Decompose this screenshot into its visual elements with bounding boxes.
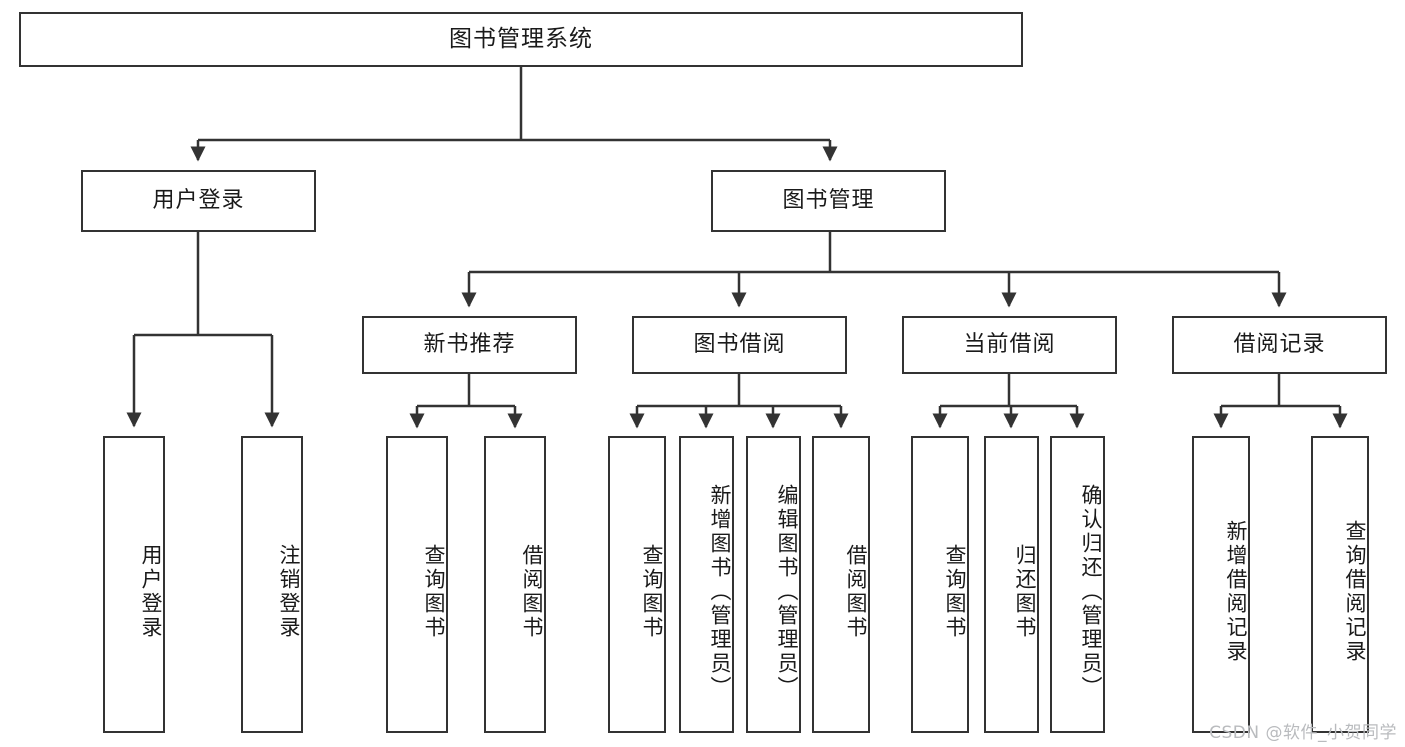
node-leaf-query-book-rec[interactable]: 查询图书 — [386, 436, 448, 733]
node-leaf-return-book-label: 归还图书 — [1013, 543, 1037, 640]
node-book-manage[interactable]: 图书管理 — [711, 170, 946, 232]
node-book-borrow-label: 图书借阅 — [693, 331, 786, 357]
node-leaf-borrow-book[interactable]: 借阅图书 — [812, 436, 870, 733]
node-leaf-return-book[interactable]: 归还图书 — [984, 436, 1039, 733]
node-leaf-query-book-borrow-label: 查询图书 — [640, 543, 664, 640]
node-leaf-query-book-cur-label: 查询图书 — [943, 543, 967, 640]
node-leaf-borrow-book-rec-label: 借阅图书 — [520, 543, 544, 640]
node-current-borrow-label: 当前借阅 — [963, 331, 1056, 357]
node-user-login-label: 用户登录 — [152, 187, 245, 213]
node-leaf-logout-label: 注销登录 — [277, 543, 301, 640]
node-root-label: 图书管理系统 — [449, 25, 593, 52]
node-new-book-rec[interactable]: 新书推荐 — [362, 316, 577, 374]
node-leaf-query-book-rec-label: 查询图书 — [422, 543, 446, 640]
node-leaf-add-record-label: 新增借阅记录 — [1224, 519, 1248, 664]
node-borrow-record-label: 借阅记录 — [1233, 331, 1326, 357]
node-leaf-borrow-book-label: 借阅图书 — [844, 543, 868, 640]
node-leaf-confirm-return-label: 确认归还（管理员） — [1079, 483, 1103, 700]
node-leaf-borrow-book-rec[interactable]: 借阅图书 — [484, 436, 546, 733]
node-leaf-logout[interactable]: 注销登录 — [241, 436, 303, 733]
node-leaf-user-login-label: 用户登录 — [139, 543, 163, 640]
node-leaf-add-book[interactable]: 新增图书（管理员） — [679, 436, 734, 733]
node-leaf-query-record[interactable]: 查询借阅记录 — [1311, 436, 1369, 733]
node-leaf-confirm-return[interactable]: 确认归还（管理员） — [1050, 436, 1105, 733]
node-leaf-user-login[interactable]: 用户登录 — [103, 436, 165, 733]
node-leaf-query-book-borrow[interactable]: 查询图书 — [608, 436, 666, 733]
node-book-manage-label: 图书管理 — [782, 187, 875, 213]
node-leaf-edit-book[interactable]: 编辑图书（管理员） — [746, 436, 801, 733]
node-leaf-add-book-label: 新增图书（管理员） — [708, 483, 732, 700]
csdn-watermark: CSDN @软件_小贺同学 — [1209, 723, 1397, 743]
node-leaf-query-record-label: 查询借阅记录 — [1343, 519, 1367, 664]
node-leaf-add-record[interactable]: 新增借阅记录 — [1192, 436, 1250, 733]
node-new-book-rec-label: 新书推荐 — [423, 331, 516, 357]
node-root[interactable]: 图书管理系统 — [19, 12, 1023, 67]
node-current-borrow[interactable]: 当前借阅 — [902, 316, 1117, 374]
node-leaf-query-book-cur[interactable]: 查询图书 — [911, 436, 969, 733]
node-book-borrow[interactable]: 图书借阅 — [632, 316, 847, 374]
node-user-login[interactable]: 用户登录 — [81, 170, 316, 232]
node-leaf-edit-book-label: 编辑图书（管理员） — [775, 483, 799, 700]
node-borrow-record[interactable]: 借阅记录 — [1172, 316, 1387, 374]
